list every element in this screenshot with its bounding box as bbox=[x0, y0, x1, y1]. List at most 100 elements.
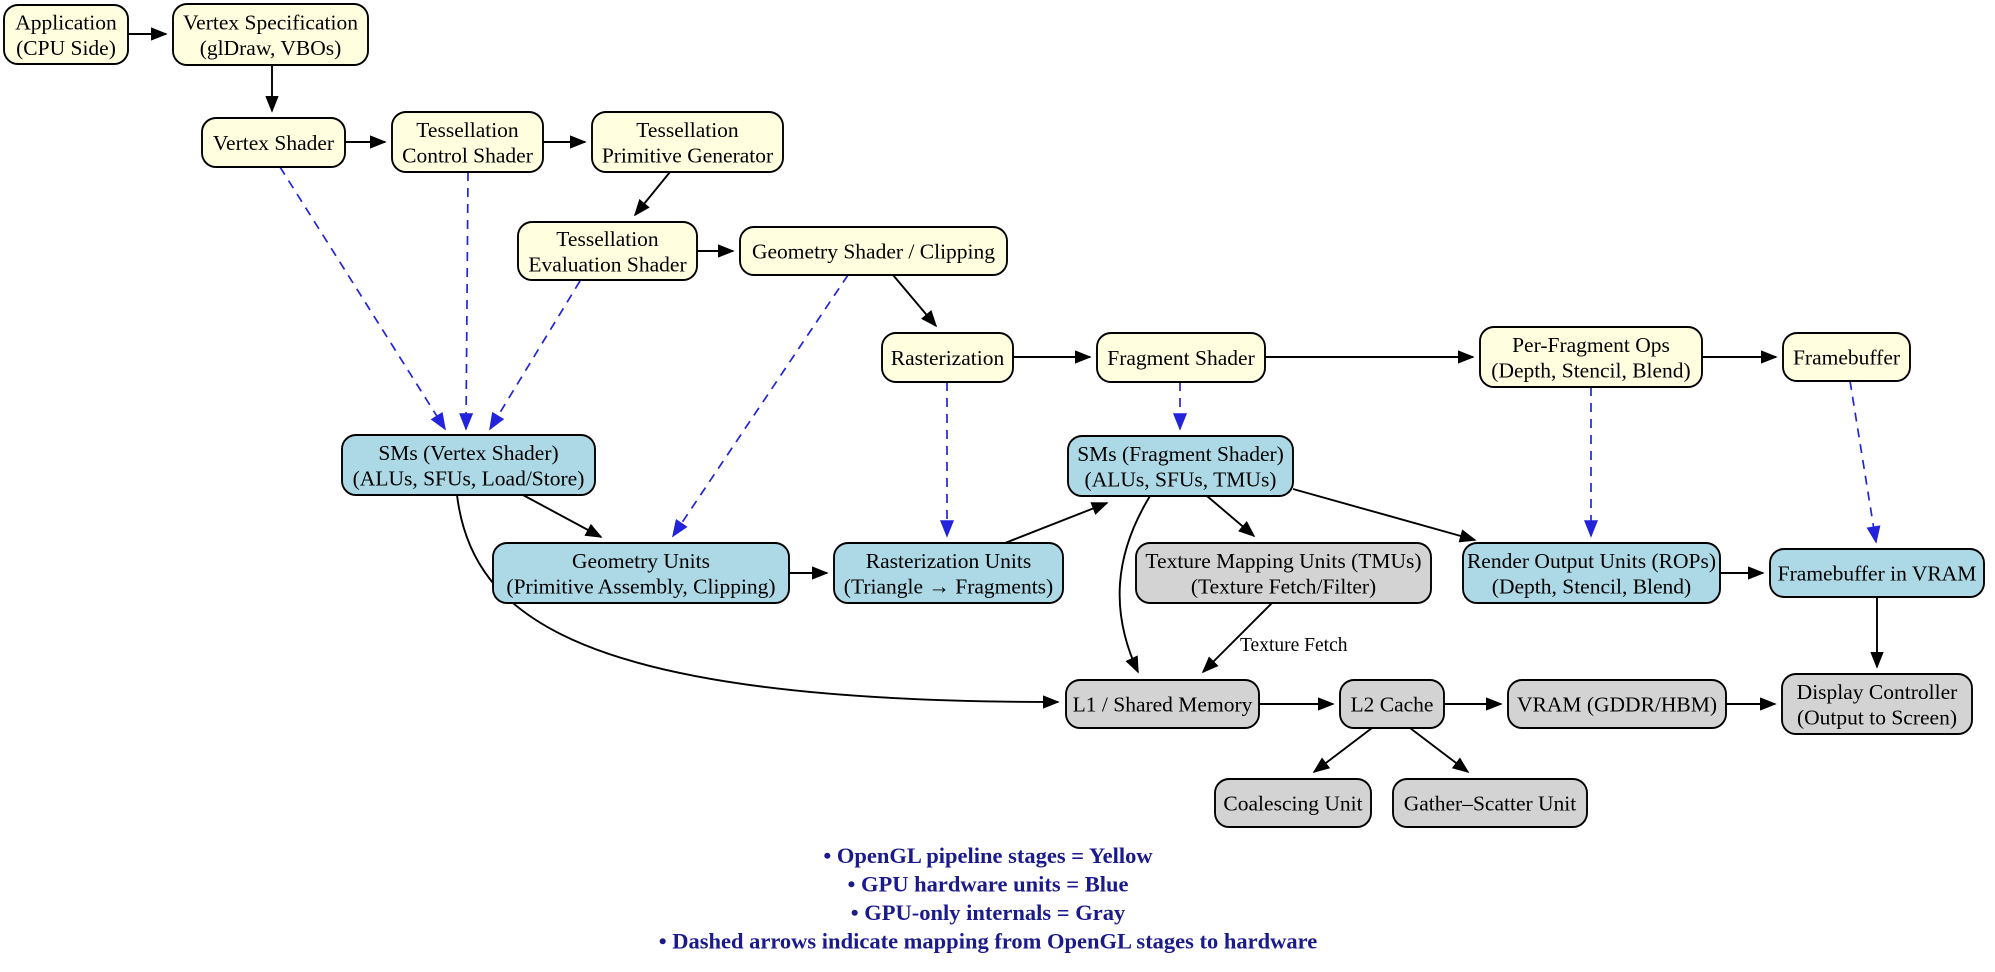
edge-smsf-to-tmu bbox=[1206, 495, 1256, 538]
node-label-application-line1: Application bbox=[15, 11, 117, 35]
node-label-per-fragment-ops-line1: Per-Fragment Ops bbox=[1512, 333, 1670, 357]
node-box-fragment-shader bbox=[1096, 332, 1266, 383]
texture-fetch-label: Texture Fetch bbox=[1240, 635, 1348, 656]
legend-item-2: • GPU hardware units = Blue bbox=[848, 872, 1129, 897]
node-label-per-fragment-ops-line2: (Depth, Stencil, Blend) bbox=[1491, 359, 1690, 383]
node-rasterization: Rasterization bbox=[881, 332, 1014, 383]
edge-tpg-to-tes bbox=[633, 171, 671, 217]
node-label-rasterization-line1: Rasterization bbox=[891, 346, 1005, 370]
node-application: Application(CPU Side) bbox=[3, 4, 129, 65]
node-box-l1-shared bbox=[1065, 679, 1260, 729]
node-label-gather-scatter-line1: Gather–Scatter Unit bbox=[1404, 792, 1577, 816]
node-vram: VRAM (GDDR/HBM) bbox=[1507, 679, 1727, 729]
node-label-framebuffer-line1: Framebuffer bbox=[1793, 346, 1900, 370]
node-tmu: Texture Mapping Units (TMUs)(Texture Fet… bbox=[1135, 542, 1432, 604]
node-box-application bbox=[3, 4, 129, 65]
edge-smsv-to-l1 bbox=[456, 494, 1060, 709]
node-label-l2-cache-line1: L2 Cache bbox=[1351, 693, 1434, 717]
node-label-geometry-units-line2: (Primitive Assembly, Clipping) bbox=[506, 575, 775, 599]
node-label-sms-vertex-line1: SMs (Vertex Shader) bbox=[378, 441, 558, 465]
edge-tes-map-smsv bbox=[489, 280, 581, 431]
node-box-sms-fragment bbox=[1067, 435, 1294, 497]
node-box-gather-scatter bbox=[1392, 778, 1588, 828]
node-label-vram-line1: VRAM (GDDR/HBM) bbox=[1517, 693, 1717, 717]
node-geometry-units: Geometry Units(Primitive Assembly, Clipp… bbox=[492, 542, 790, 604]
node-box-vram bbox=[1507, 679, 1727, 729]
node-rops: Render Output Units (ROPs)(Depth, Stenci… bbox=[1462, 542, 1721, 604]
node-sms-fragment: SMs (Fragment Shader)(ALUs, SFUs, TMUs) bbox=[1067, 435, 1294, 497]
node-box-raster-units bbox=[833, 542, 1064, 604]
node-box-geometry-shader bbox=[739, 226, 1008, 276]
node-label-vertex-spec-line1: Vertex Specification bbox=[183, 11, 358, 35]
node-label-geometry-shader-line1: Geometry Shader / Clipping bbox=[752, 240, 995, 264]
node-box-sms-vertex bbox=[341, 434, 596, 496]
legend-item-4: • Dashed arrows indicate mapping from Op… bbox=[659, 929, 1318, 954]
node-label-l1-shared-line1: L1 / Shared Memory bbox=[1073, 693, 1253, 717]
node-box-per-fragment-ops bbox=[1479, 326, 1703, 388]
node-framebuffer-vram: Framebuffer in VRAM bbox=[1769, 548, 1985, 598]
node-label-rops-line1: Render Output Units (ROPs) bbox=[1467, 549, 1716, 573]
node-label-vertex-shader-line1: Vertex Shader bbox=[213, 131, 334, 155]
node-gather-scatter: Gather–Scatter Unit bbox=[1392, 778, 1588, 828]
node-label-tmu-line1: Texture Mapping Units (TMUs) bbox=[1145, 549, 1421, 573]
node-label-sms-fragment-line2: (ALUs, SFUs, TMUs) bbox=[1085, 468, 1277, 492]
node-label-application-line2: (CPU Side) bbox=[16, 36, 116, 60]
node-coalescing-unit: Coalescing Unit bbox=[1214, 778, 1372, 828]
node-framebuffer: Framebuffer bbox=[1782, 332, 1911, 382]
node-raster-units: Rasterization Units(Triangle → Fragments… bbox=[833, 542, 1064, 604]
node-label-display-controller-line1: Display Controller bbox=[1797, 680, 1958, 704]
edges-layer bbox=[128, 27, 1884, 774]
node-box-vertex-spec bbox=[172, 3, 369, 66]
node-box-coalescing-unit bbox=[1214, 778, 1372, 828]
node-label-coalescing-unit-line1: Coalescing Unit bbox=[1223, 792, 1362, 816]
node-label-display-controller-line2: (Output to Screen) bbox=[1797, 706, 1957, 730]
node-fragment-shader: Fragment Shader bbox=[1096, 332, 1266, 383]
edge-gsc-to-rast bbox=[892, 274, 938, 328]
node-box-rops bbox=[1462, 542, 1721, 604]
edge-labels-layer: Texture Fetch bbox=[1240, 635, 1348, 656]
node-l2-cache: L2 Cache bbox=[1339, 679, 1445, 729]
node-label-sms-fragment-line1: SMs (Fragment Shader) bbox=[1077, 442, 1284, 466]
node-vertex-spec: Vertex Specification(glDraw, VBOs) bbox=[172, 3, 369, 66]
legend-item-1: • OpenGL pipeline stages = Yellow bbox=[823, 843, 1153, 868]
node-label-geometry-units-line1: Geometry Units bbox=[572, 549, 710, 573]
node-per-fragment-ops: Per-Fragment Ops(Depth, Stencil, Blend) bbox=[1479, 326, 1703, 388]
edge-smsf-to-rops bbox=[1292, 488, 1477, 543]
edge-l2-to-coalescing bbox=[1312, 727, 1373, 774]
node-sms-vertex: SMs (Vertex Shader)(ALUs, SFUs, Load/Sto… bbox=[341, 434, 596, 496]
node-box-framebuffer-vram bbox=[1769, 548, 1985, 598]
node-box-vertex-shader bbox=[201, 117, 346, 168]
node-box-rasterization bbox=[881, 332, 1014, 383]
node-l1-shared: L1 / Shared Memory bbox=[1065, 679, 1260, 729]
node-box-geometry-units bbox=[492, 542, 790, 604]
node-label-tess-primgen-line1: Tessellation bbox=[636, 118, 739, 142]
node-geometry-shader: Geometry Shader / Clipping bbox=[739, 226, 1008, 276]
node-label-tess-eval-line2: Evaluation Shader bbox=[528, 253, 686, 277]
node-vertex-shader: Vertex Shader bbox=[201, 117, 346, 168]
node-box-tess-eval bbox=[517, 221, 698, 281]
edge-tcs-map-smsv bbox=[459, 171, 474, 431]
node-box-tess-primgen bbox=[591, 111, 784, 173]
node-box-l2-cache bbox=[1339, 679, 1445, 729]
node-label-sms-vertex-line2: (ALUs, SFUs, Load/Store) bbox=[353, 467, 585, 491]
edge-gsc-map-gunits bbox=[672, 274, 849, 538]
node-label-tess-eval-line1: Tessellation bbox=[556, 227, 659, 251]
edge-runits-to-smsf bbox=[1004, 502, 1109, 544]
node-label-rops-line2: (Depth, Stencil, Blend) bbox=[1492, 575, 1691, 599]
node-label-raster-units-line2: (Triangle → Fragments) bbox=[844, 575, 1053, 599]
node-box-tmu bbox=[1135, 542, 1432, 604]
node-label-tess-control-line2: Control Shader bbox=[402, 144, 533, 168]
edge-tmu-to-l1 bbox=[1201, 602, 1273, 674]
node-label-tess-control-line1: Tessellation bbox=[416, 118, 519, 142]
node-label-tmu-line2: (Texture Fetch/Filter) bbox=[1191, 575, 1376, 599]
legend-item-3: • GPU-only internals = Gray bbox=[851, 900, 1126, 925]
node-label-raster-units-line1: Rasterization Units bbox=[866, 549, 1031, 573]
node-label-fragment-shader-line1: Fragment Shader bbox=[1107, 346, 1254, 370]
edge-smsv-to-gunits bbox=[522, 494, 603, 538]
node-label-tess-primgen-line2: Primitive Generator bbox=[602, 144, 773, 168]
edge-vshader-map-smsv bbox=[279, 166, 446, 431]
